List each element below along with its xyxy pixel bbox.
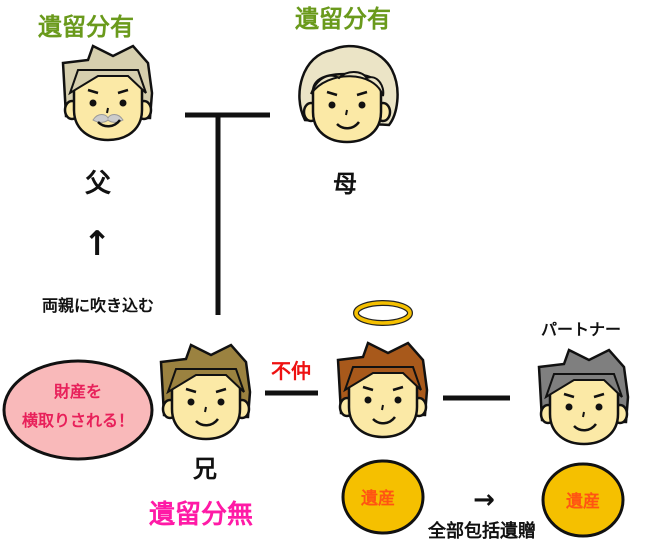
arrow-up-icon: ↑ — [83, 224, 112, 264]
bequest-label: 全部包括遺贈 — [427, 520, 536, 542]
father-status: 遺留分有 — [38, 13, 134, 41]
partner-label: パートナー — [541, 320, 621, 339]
mother-face — [298, 44, 399, 144]
partner-estate-label: 遺産 — [566, 491, 600, 512]
mother-status: 遺留分有 — [295, 5, 391, 33]
partner-estate-coin — [541, 462, 625, 538]
speech-bubble — [2, 359, 154, 461]
influence-note: 両親に吹き込む — [42, 296, 154, 315]
deceased-estate-coin — [341, 459, 425, 535]
partner-face — [537, 348, 630, 446]
deceased-face — [336, 341, 429, 439]
father-face — [61, 44, 154, 142]
speech-line-2: 横取りされる！ — [22, 411, 134, 430]
brother-face — [159, 343, 252, 441]
father-label: 父 — [85, 169, 112, 199]
brother-label: 兄 — [192, 455, 217, 483]
mother-label: 母 — [333, 170, 357, 198]
arrow-right-icon: → — [473, 485, 495, 515]
brother-status: 遺留分無 — [149, 500, 253, 530]
deceased-estate-label: 遺産 — [361, 488, 395, 509]
speech-line-1: 財産を — [54, 382, 102, 401]
conflict-label: 不仲 — [271, 359, 311, 383]
